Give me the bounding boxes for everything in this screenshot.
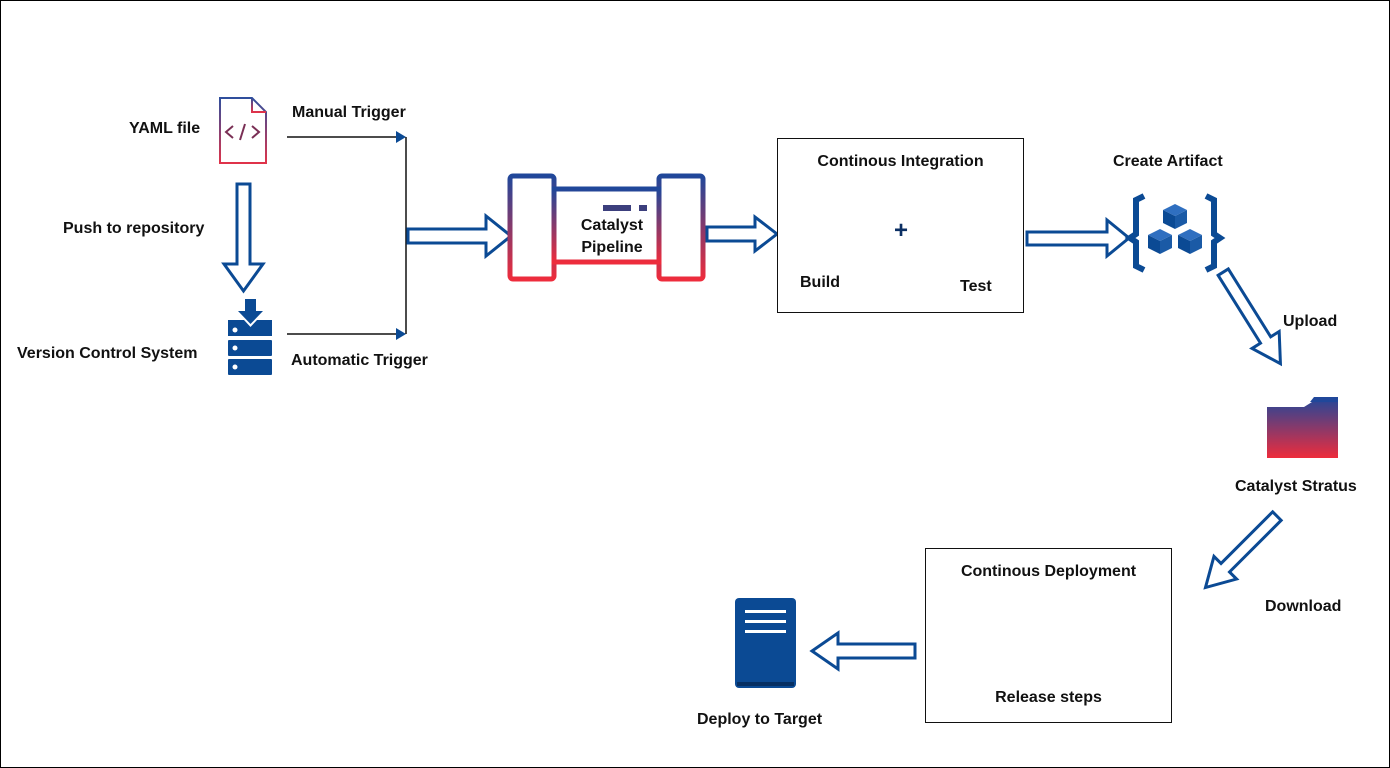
automatic-trigger-connector [287,328,406,340]
create-artifact-label: Create Artifact [1113,153,1223,170]
server-download-icon [228,299,272,375]
folder-icon [1267,397,1338,458]
manual-trigger-label: Manual Trigger [292,104,406,121]
upload-arrow [1216,266,1283,367]
server-icon [735,598,796,688]
cubes-bracket-icon [1124,193,1226,273]
download-label: Download [1265,598,1342,615]
catalyst-pipeline-label-line2: Pipeline [581,239,643,256]
ci-title: Continous Integration [817,153,984,170]
cd-title: Continous Deployment [960,563,1137,580]
release-steps-label: Release steps [995,689,1102,706]
arrow-to-pipeline [406,212,514,260]
code-file-icon [219,97,267,164]
push-arrow [221,182,266,294]
catalyst-stratus-label: Catalyst Stratus [1235,478,1357,495]
upload-label: Upload [1283,313,1338,330]
arrow-to-target [809,630,917,672]
deploy-to-target-label: Deploy to Target [697,711,823,728]
pipeline-icon [507,173,706,282]
push-to-repository-label: Push to repository [63,220,205,237]
arrow-to-artifact [1025,216,1132,260]
build-label: Build [800,274,840,291]
catalyst-pipeline-label-line1: Catalyst [580,217,644,234]
automatic-trigger-label: Automatic Trigger [291,352,428,369]
test-label: Test [960,278,992,295]
plus-sign: + [894,217,909,244]
cd-box: Continous Deployment Release steps [925,548,1172,723]
yaml-file-label: YAML file [129,120,201,137]
download-arrow [1203,509,1284,590]
manual-trigger-connector [287,131,406,143]
ci-box: Continous Integration Build + Test [777,138,1024,313]
version-control-system-label: Version Control System [17,345,198,362]
arrow-to-ci [705,213,780,255]
